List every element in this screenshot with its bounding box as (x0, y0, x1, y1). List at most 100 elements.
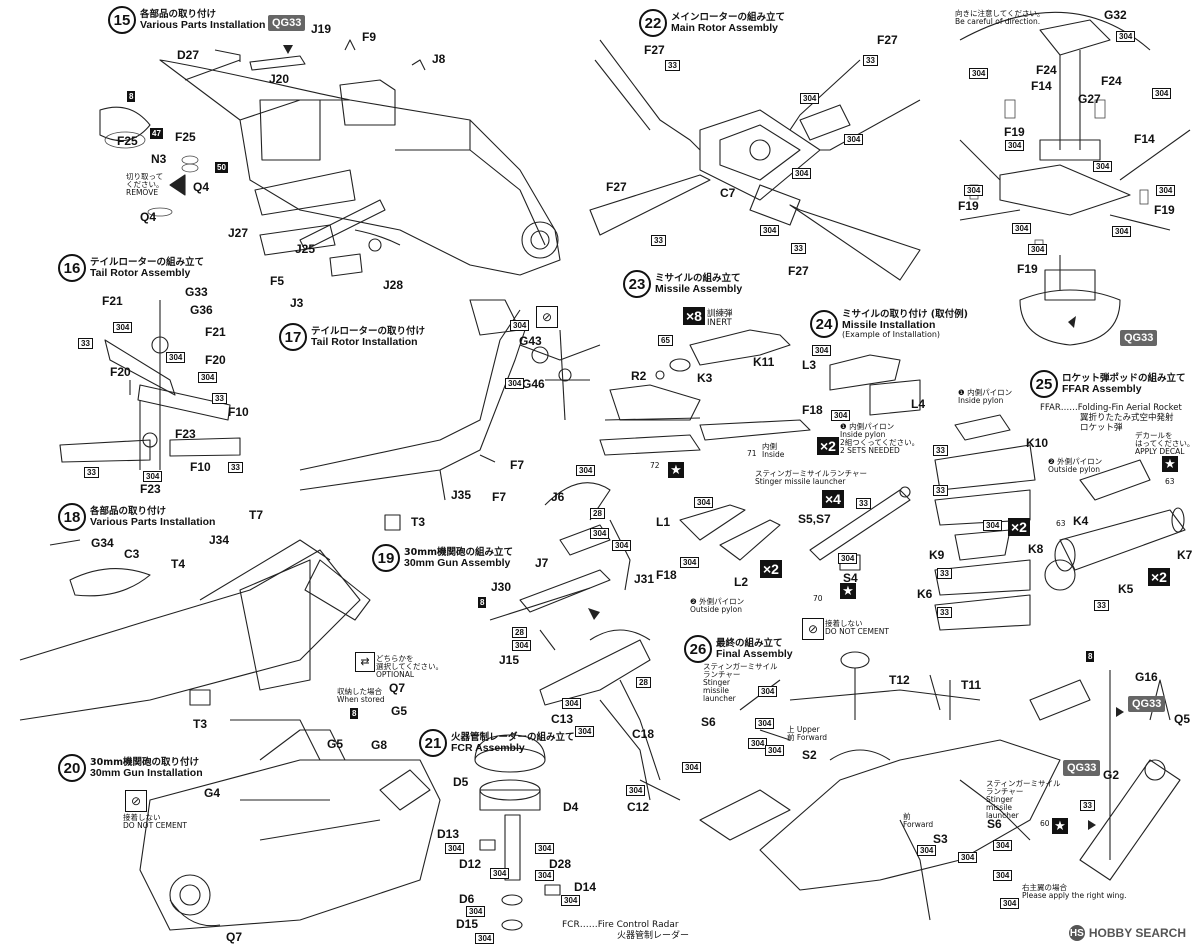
paint-code: 8 (127, 91, 136, 102)
part-label: T3 (411, 515, 426, 529)
watermark-logo-icon: HS (1068, 925, 1085, 941)
part-label: J30 (491, 580, 512, 594)
quantity-badge: ×2 (817, 437, 839, 455)
paint-code: 304 (792, 168, 812, 179)
part-label: N3 (151, 152, 167, 166)
paint-code: 304 (505, 378, 525, 389)
part-label: J28 (383, 278, 404, 292)
paint-code: 60 (1040, 819, 1050, 828)
part-label: D15 (456, 917, 479, 931)
qg-badge: QG33 (1120, 330, 1158, 346)
part-label: J20 (269, 72, 290, 86)
step-title-en: Tail Rotor Assembly (90, 267, 191, 279)
part-label: C7 (720, 186, 736, 200)
part-label: F7 (510, 458, 525, 472)
step-number: 16 (58, 254, 86, 282)
part-label: F19 (958, 199, 979, 213)
paint-code: 33 (228, 462, 243, 473)
part-label: J7 (535, 556, 549, 570)
paint-code: 304 (680, 557, 700, 568)
watermark-text: HOBBY SEARCH (1088, 926, 1186, 940)
part-label: D5 (453, 775, 469, 789)
part-label: K5 (1118, 582, 1134, 596)
part-label: G36 (190, 303, 213, 317)
step-title-jp: 30mm機関砲の取り付け (90, 757, 200, 768)
paint-code: 33 (863, 55, 878, 66)
paint-code: 304 (917, 845, 937, 856)
qg-badge: QG33 (1063, 760, 1101, 776)
paint-code: 304 (590, 528, 610, 539)
part-label: K7 (1177, 548, 1193, 562)
part-label: J19 (311, 22, 332, 36)
paint-code: 304 (755, 718, 775, 729)
part-label: D13 (437, 827, 460, 841)
part-label-c13: C13 (551, 712, 574, 726)
part-label: F25 (117, 134, 138, 148)
part-label: S3 (933, 832, 948, 846)
optional-note: どちらかを選択してください。OPTIONAL (376, 654, 444, 679)
part-label: J27 (228, 226, 249, 240)
paint-code: 304 (510, 320, 530, 331)
part-label: G16 (1135, 670, 1158, 684)
step-title-jp: 最終の組み立て (716, 638, 783, 649)
part-label: G4 (204, 786, 221, 800)
step-title-en: Various Parts Installation (140, 19, 266, 31)
paint-code: 33 (933, 445, 948, 456)
paint-code: 304 (682, 762, 702, 773)
paint-code: 28 (512, 627, 527, 638)
paint-code: 304 (612, 540, 632, 551)
part-label: F18 (802, 403, 823, 417)
paint-code: 304 (512, 640, 532, 651)
part-label: T12 (889, 673, 910, 687)
paint-code: 304 (831, 410, 851, 421)
paint-code: 304 (575, 726, 595, 737)
paint-code: 304 (1000, 898, 1020, 909)
part-label: S6 (701, 715, 716, 729)
paint-code: 304 (143, 471, 163, 482)
paint-code: 8 (478, 597, 487, 608)
paint-code: 33 (84, 467, 99, 478)
part-label: J25 (295, 242, 316, 256)
part-label: F23 (175, 427, 196, 441)
part-label: L4 (911, 397, 926, 411)
paint-code: 304 (445, 843, 465, 854)
part-label: F19 (1004, 125, 1025, 139)
qg-badge: QG33 (1128, 696, 1166, 712)
paint-code: 304 (983, 520, 1003, 531)
direction-note: 向きに注意してください。Be careful of direction. (955, 9, 1045, 26)
part-label: L1 (656, 515, 671, 529)
step-title-jp: 30mm機関砲の組み立て (404, 547, 514, 558)
step-title-jp: 各部品の取り付け (90, 506, 167, 517)
step-title-en: Various Parts Installation (90, 516, 216, 528)
step-title-jp: ロケット弾ポッドの組み立て (1062, 373, 1186, 384)
paint-code: 33 (1094, 600, 1109, 611)
step-title-jp: ミサイルの取り付け (取付例) (842, 309, 968, 320)
part-label: G5 (391, 704, 408, 718)
part-label: F24 (1101, 74, 1122, 88)
part-label: S4 (843, 571, 858, 585)
step-number: 18 (58, 503, 86, 531)
paint-code: 33 (791, 243, 806, 254)
quantity-badge: ×4 (822, 490, 844, 508)
paint-code: 304 (760, 225, 780, 236)
part-label: D14 (574, 880, 597, 894)
part-label: G27 (1078, 92, 1101, 106)
part-label: Q4 (140, 210, 157, 224)
part-label: F10 (228, 405, 249, 419)
part-label: S5,S7 (798, 512, 831, 526)
paint-code: 304 (758, 686, 778, 697)
paint-code: 304 (765, 745, 785, 756)
paint-code: 304 (748, 738, 768, 749)
step-number: 22 (639, 9, 667, 37)
paint-code: 304 (844, 134, 864, 145)
